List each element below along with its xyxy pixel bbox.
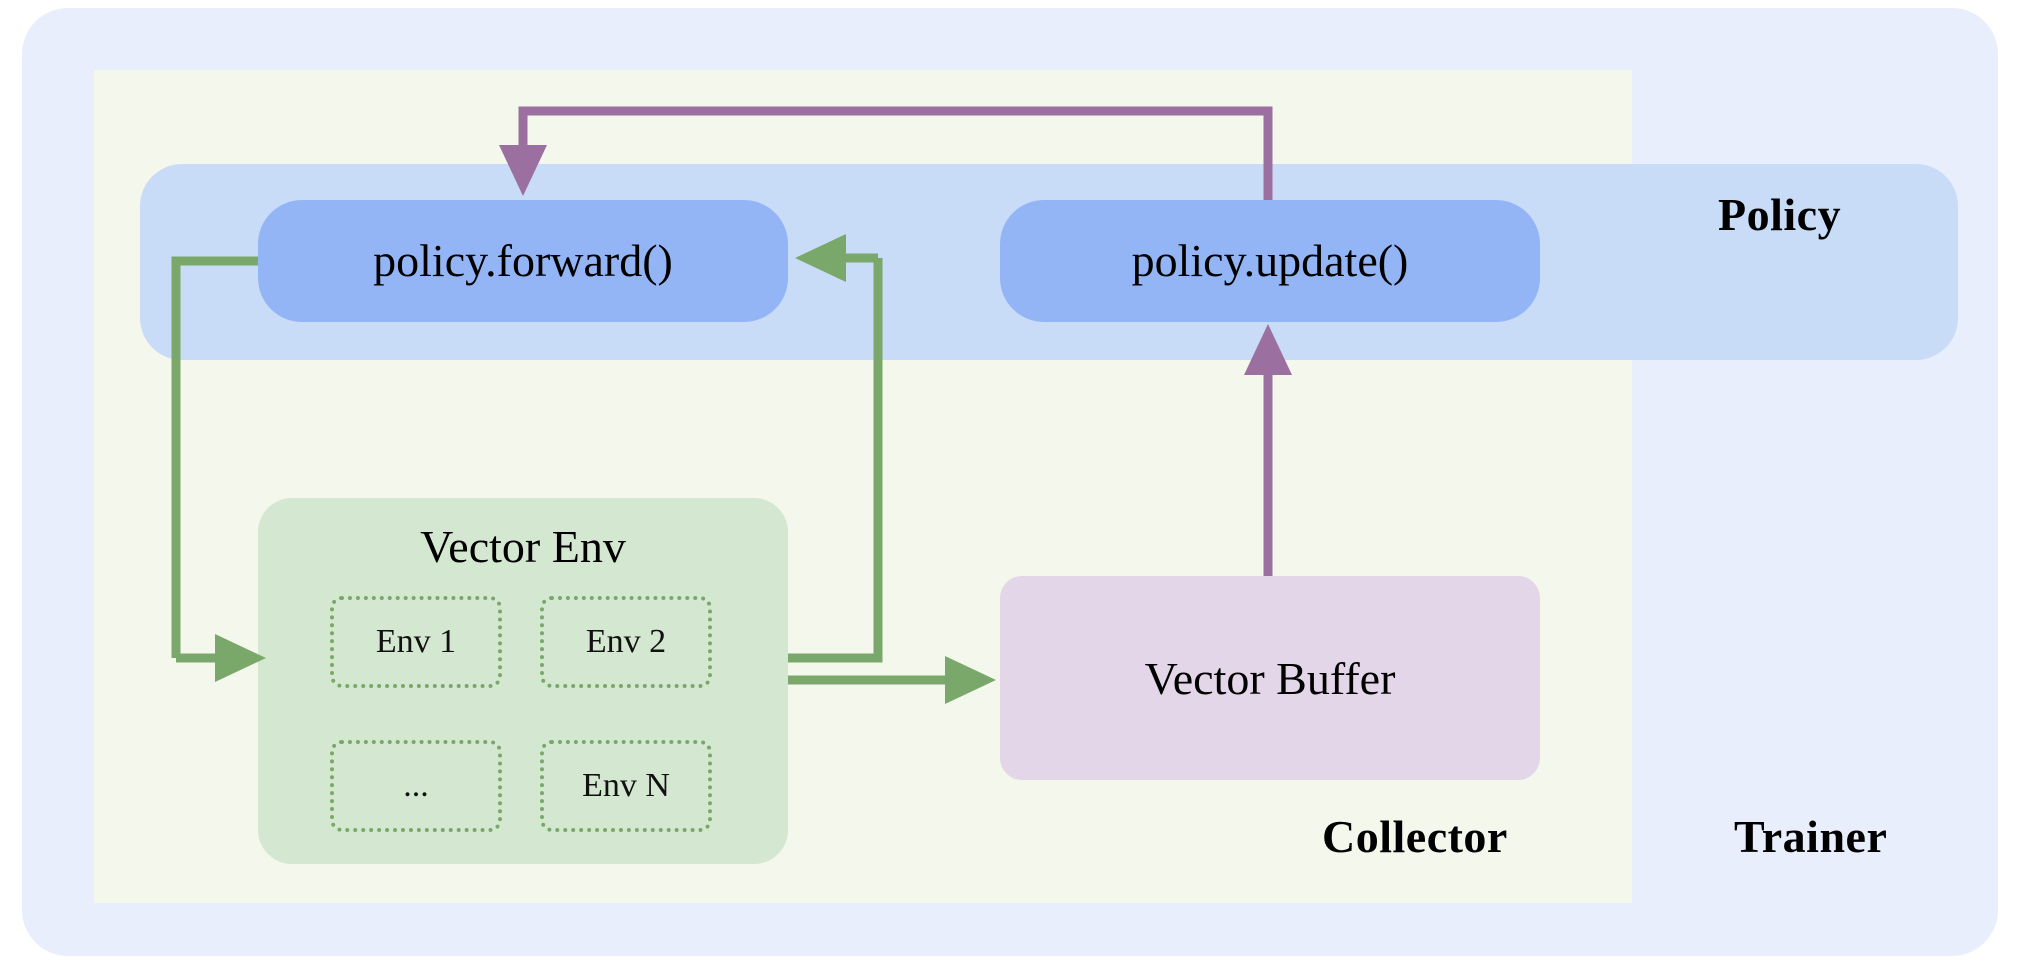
node-vector-buffer[interactable]: Vector Buffer: [1000, 576, 1540, 780]
edge-buffer-to-update: [1244, 324, 1292, 576]
edge-update-to-forward: [499, 106, 1273, 200]
edge-env-to-buffer: [788, 656, 996, 704]
env-cell-n[interactable]: Env N: [540, 740, 712, 832]
trainer-section-label: Trainer: [1734, 811, 1888, 862]
vector-env-title: Vector Env: [420, 521, 626, 572]
policy-section-label: Policy: [1718, 189, 1842, 240]
vector-env-container: [258, 498, 788, 864]
node-policy-update[interactable]: policy.update(): [1000, 200, 1540, 322]
env-grid: Env 1 Env 2 ... Env N: [330, 596, 730, 832]
env-cell-ellipsis[interactable]: ...: [330, 740, 502, 832]
collector-section-label: Collector: [1322, 811, 1508, 862]
edge-env-to-forward: [788, 234, 883, 663]
env-cell-1[interactable]: Env 1: [330, 596, 502, 688]
env-cell-2[interactable]: Env 2: [540, 596, 712, 688]
edge-forward-to-env: [171, 256, 266, 682]
node-policy-forward[interactable]: policy.forward(): [258, 200, 788, 322]
